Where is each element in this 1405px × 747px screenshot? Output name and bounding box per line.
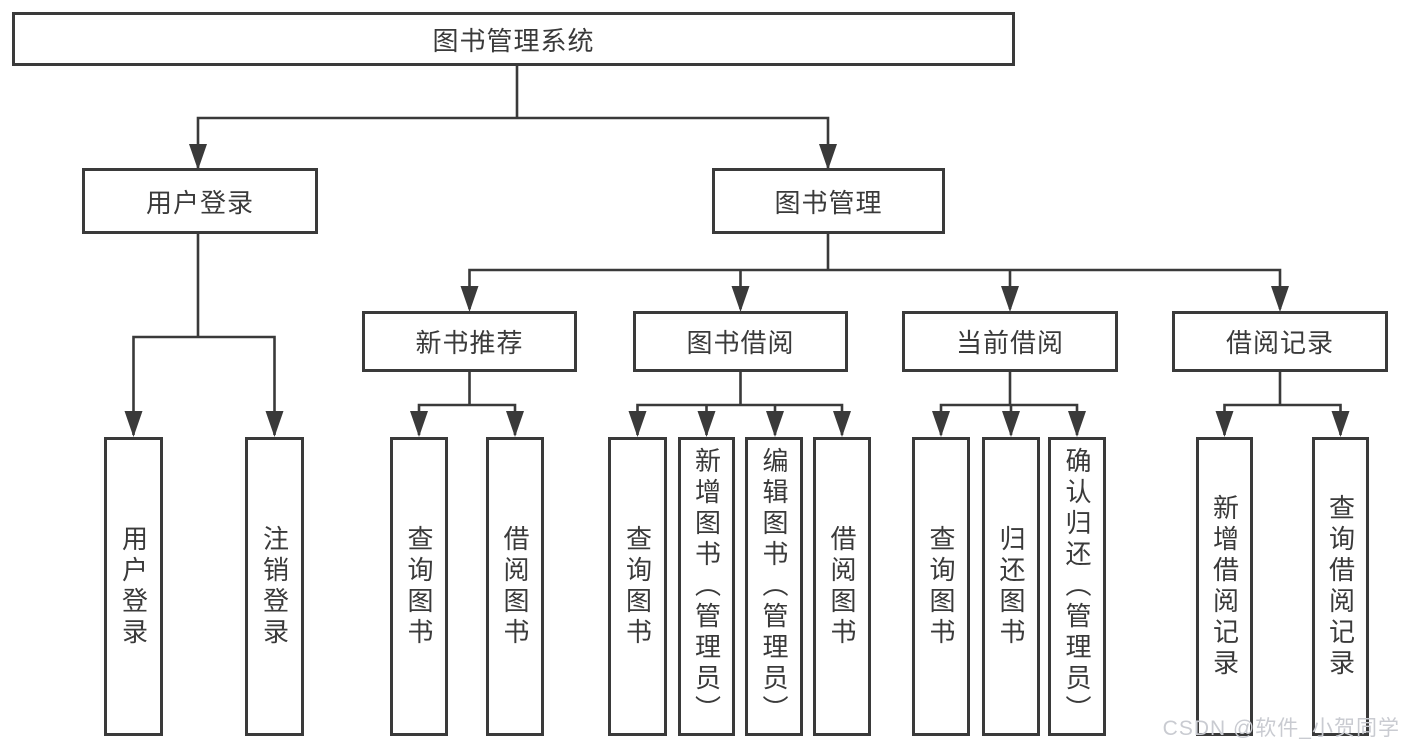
connector-new-book-children [417,372,517,435]
node-book-management: 图书管理 [712,168,945,234]
leaf-current-query-books: 查询图书 [912,437,970,736]
connector-current-borrow-children [939,372,1079,435]
leaf-borrowing-borrow-books: 借阅图书 [813,437,871,736]
leaf-records-add-record-label: 新增借阅记录 [1209,493,1240,680]
leaf-borrowing-query-books: 查询图书 [608,437,667,736]
leaf-user-login-label: 用户登录 [118,524,149,649]
leaf-newbook-query-books: 查询图书 [390,437,448,736]
leaf-logout: 注销登录 [245,437,304,736]
leaf-borrowing-add-books-admin-label: 新增图书（管理员） [691,447,722,726]
node-book-management-label: 图书管理 [774,187,883,218]
leaf-newbook-borrow-books-label: 借阅图书 [500,524,530,649]
csdn-watermark: CSDN @软件_小贺同学 [1162,717,1400,740]
node-root-system: 图书管理系统 [12,12,1015,66]
leaf-current-confirm-return-admin-label: 确认归还（管理员） [1062,447,1092,726]
leaf-records-query-record: 查询借阅记录 [1312,437,1369,736]
leaf-logout-label: 注销登录 [259,524,290,649]
leaf-newbook-borrow-books: 借阅图书 [486,437,544,736]
leaf-borrowing-borrow-books-label: 借阅图书 [827,524,857,649]
node-user-login: 用户登录 [82,168,318,234]
node-root-label: 图书管理系统 [432,25,595,56]
leaf-borrowing-add-books-admin: 新增图书（管理员） [678,437,735,736]
connector-borrow-records-children [1223,372,1342,435]
node-user-login-label: 用户登录 [145,187,254,218]
node-new-book-recommend: 新书推荐 [362,311,577,372]
node-new-book-recommend-label: 新书推荐 [415,328,524,358]
connector-book-mgmt-children [468,234,1282,309]
leaf-current-query-books-label: 查询图书 [926,524,956,649]
leaf-current-confirm-return-admin: 确认归还（管理员） [1048,437,1106,736]
connector-root-to-level1 [196,66,830,168]
leaf-newbook-query-books-label: 查询图书 [404,524,434,649]
node-borrow-records-label: 借阅记录 [1225,328,1334,358]
leaf-current-return-books-label: 归还图书 [996,524,1026,649]
node-book-borrowing-label: 图书借阅 [686,328,795,358]
leaf-borrowing-edit-books-admin: 编辑图书（管理员） [745,437,803,736]
leaf-records-query-record-label: 查询借阅记录 [1325,493,1356,680]
node-book-borrowing: 图书借阅 [633,311,848,372]
leaf-records-add-record: 新增借阅记录 [1196,437,1253,736]
node-current-borrowing-label: 当前借阅 [955,328,1064,358]
node-current-borrowing: 当前借阅 [902,311,1118,372]
connector-book-borrow-children [636,372,844,435]
leaf-borrowing-query-books-label: 查询图书 [622,524,653,649]
leaf-current-return-books: 归还图书 [982,437,1040,736]
node-borrow-records: 借阅记录 [1172,311,1388,372]
leaf-user-login: 用户登录 [104,437,163,736]
connector-user-login-children [132,234,276,435]
leaf-borrowing-edit-books-admin-label: 编辑图书（管理员） [759,447,789,726]
